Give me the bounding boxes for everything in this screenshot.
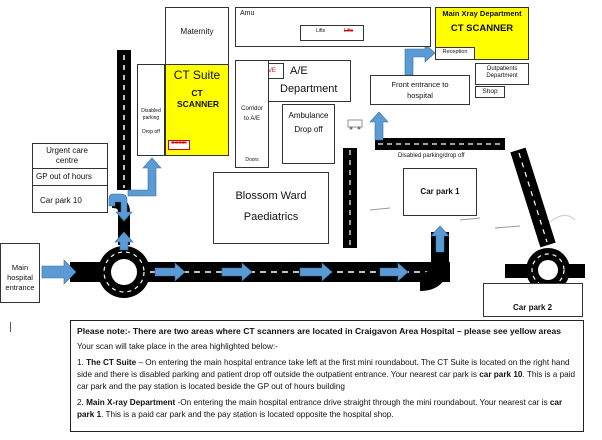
arrow-main-3: [299, 262, 333, 282]
front-entrance-box: [370, 75, 470, 105]
ambulance-icon: [347, 119, 363, 130]
ambulance-dropoff-box: [282, 104, 335, 164]
main-xray-label: Main Xray Department: [442, 9, 522, 18]
main-entrance-box: [0, 243, 40, 303]
car-park-2-label: Car park 2: [513, 303, 553, 312]
notes-panel: Please note:- There are two areas where …: [70, 320, 584, 432]
amu-label: Amu: [240, 10, 255, 17]
disabled-parking-dropoff-label: Disabled parking/drop off: [398, 153, 465, 159]
roundabout-main: [98, 246, 150, 298]
car-park-10-label: Car park 10: [40, 196, 82, 205]
maternity-label: Maternity: [180, 27, 214, 36]
outpatients-building: [475, 63, 529, 85]
arrow-up-car-park-1: [430, 225, 450, 253]
doors-label: Doors: [245, 157, 259, 163]
reception-box: [435, 47, 475, 60]
main-xray-ct-label: CT SCANNER: [450, 23, 514, 34]
car-park-1-label: Car park 1: [420, 187, 460, 196]
ct-suite-label: CT Suite: [173, 68, 221, 82]
arrow-ct-suite: [127, 157, 162, 197]
lifts-label-1: Lifts: [316, 28, 326, 34]
lifts-label-2: Lifts: [344, 28, 354, 34]
paediatrics-label: Paediatrics: [243, 211, 299, 223]
reception-label: Reception: [442, 49, 468, 55]
direction-arrows: [41, 43, 558, 307]
corridor-building: [235, 60, 269, 168]
shop-label: Shop: [482, 88, 498, 95]
disabled-parking-dropoff-side: [137, 64, 165, 156]
arrow-main-4: [379, 262, 409, 282]
gp-out-of-hours-box: [32, 168, 108, 186]
car-park-1-box: [403, 168, 477, 216]
arrow-main-1: [154, 262, 186, 282]
ae-small-label: A/E: [266, 68, 276, 74]
centre-vertical-road: [343, 148, 357, 248]
arrow-car-park-10: [108, 193, 133, 222]
lifts-box: [300, 25, 364, 41]
ct-scanner-text: CT SCANNER: [177, 88, 220, 109]
notes-paragraph-1: 1. The CT Suite – On entering the main h…: [77, 358, 576, 391]
arrow-entrance: [41, 259, 77, 285]
notes-intro: Your scan will take place in the area hi…: [77, 342, 278, 351]
arrow-front-entrance: [369, 111, 389, 141]
outpatients-label: Outpatients Department: [486, 66, 518, 79]
ct-scanner-label: CT SCANNER: [165, 88, 229, 110]
text-cursor: [10, 322, 11, 332]
gp-out-of-hours-label: GP out of hours: [36, 172, 92, 181]
arrow-main-2: [221, 262, 253, 282]
notes-heading: Please note:- There are two areas where …: [77, 326, 562, 336]
ae-department-label-2: Department: [280, 83, 338, 95]
ae-department-label-1: A/E: [290, 65, 308, 77]
arrow-up-roundabout: [114, 231, 134, 251]
car-park-2-box: [483, 283, 583, 317]
blossom-ward-building: [213, 172, 329, 244]
bloods-label: Bloods: [171, 140, 187, 146]
shop-box: [475, 86, 505, 98]
arrow-xray: [404, 43, 436, 76]
road-to-car-park-1: [419, 232, 449, 291]
bloods-box: [168, 140, 190, 150]
notes-paragraph-2: 2. Main X-ray Department -On entering th…: [77, 398, 563, 419]
blossom-ward-label: Blossom Ward: [235, 190, 307, 202]
disabled-parking-road: [375, 138, 505, 150]
